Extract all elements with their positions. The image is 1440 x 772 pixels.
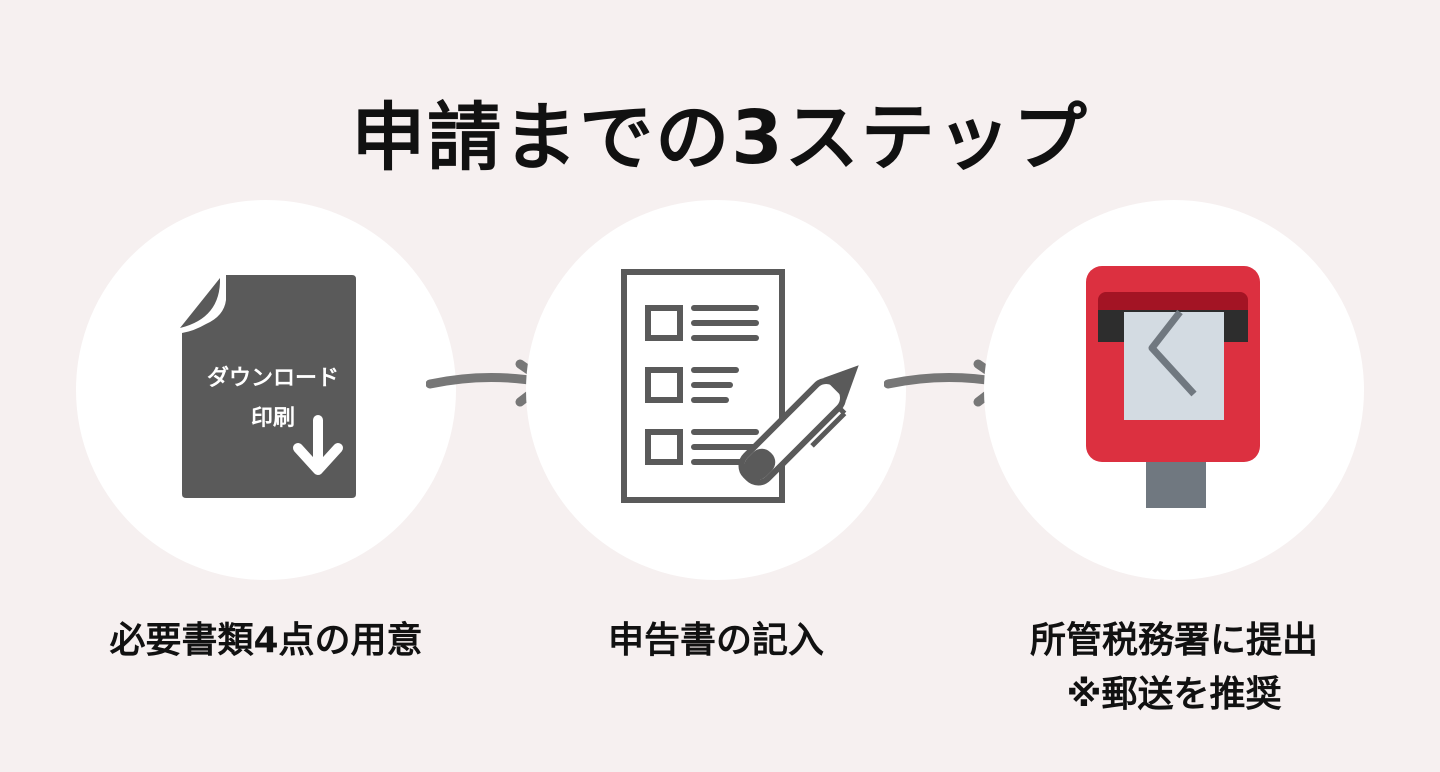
- document-text-print: 印刷: [250, 406, 295, 431]
- step-1-label: 必要書類4点の用意: [109, 620, 423, 661]
- step-2-circle: [526, 200, 906, 580]
- diagram-title: 申請までの3ステップ: [351, 95, 1089, 181]
- step-3-label: 所管税務署に提出 ※郵送を推奨: [954, 614, 1394, 722]
- mailbox-icon: [1086, 266, 1260, 508]
- step-3-label-line1: 所管税務署に提出: [1029, 620, 1318, 661]
- document-download-icon: [180, 275, 356, 498]
- document-text-download: ダウンロード: [206, 366, 339, 391]
- step-3-label-line2: ※郵送を推奨: [1066, 674, 1282, 715]
- step-1-circle: ダウンロード 印刷: [76, 200, 456, 580]
- checklist-pen-icon: [621, 269, 859, 503]
- step-2-label: 申告書の記入: [607, 620, 824, 661]
- step-3-circle: [984, 200, 1364, 580]
